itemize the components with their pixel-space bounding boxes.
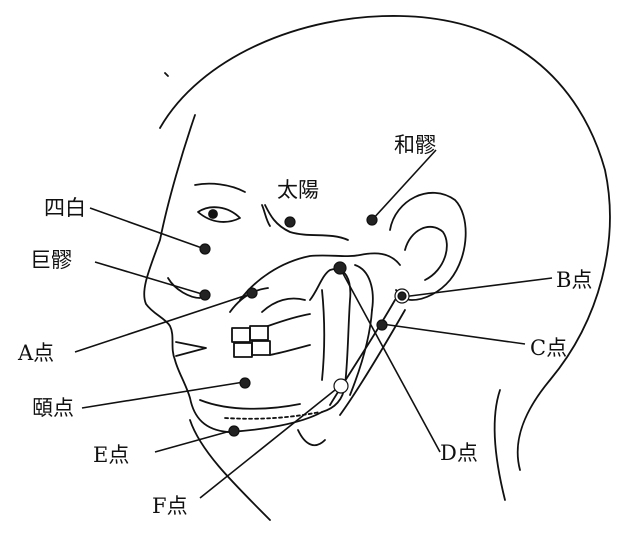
label-point-c: C点 [530, 338, 567, 359]
label-point-a: A点 [18, 343, 54, 364]
point-d-marker [334, 262, 346, 274]
label-point-b: B点 [556, 270, 592, 291]
maxilla [240, 253, 400, 300]
mouth [176, 342, 206, 356]
eye [198, 207, 240, 222]
skull-outline [160, 16, 610, 470]
point-f-marker [334, 379, 348, 393]
eyebrow [195, 184, 245, 192]
ear [390, 193, 466, 300]
point-e-marker [229, 426, 239, 436]
label-kyo-point: 頤点 [32, 398, 74, 419]
label-shihaku: 四白 [44, 198, 86, 219]
point-kyo-marker [240, 378, 250, 388]
cheek-line [265, 205, 348, 240]
point-kyoryo-marker [200, 290, 210, 300]
label-point-d: D点 [440, 443, 478, 464]
point-taiyo-marker [285, 217, 295, 227]
label-point-e: E点 [93, 445, 129, 466]
jaw-line [228, 412, 322, 432]
label-kyoryo: 巨髎 [30, 250, 72, 271]
label-waryo: 和髎 [394, 135, 436, 156]
point-c-marker [377, 320, 387, 330]
point-shihaku-marker [200, 244, 210, 254]
point-a-marker [247, 288, 257, 298]
label-point-f: F点 [152, 496, 188, 517]
ear-inner [405, 227, 447, 280]
neck-back [495, 390, 505, 500]
face-profile [144, 115, 228, 432]
neck-front [190, 420, 270, 520]
label-taiyo: 太陽 [277, 180, 319, 201]
point-waryo-marker [367, 215, 377, 225]
